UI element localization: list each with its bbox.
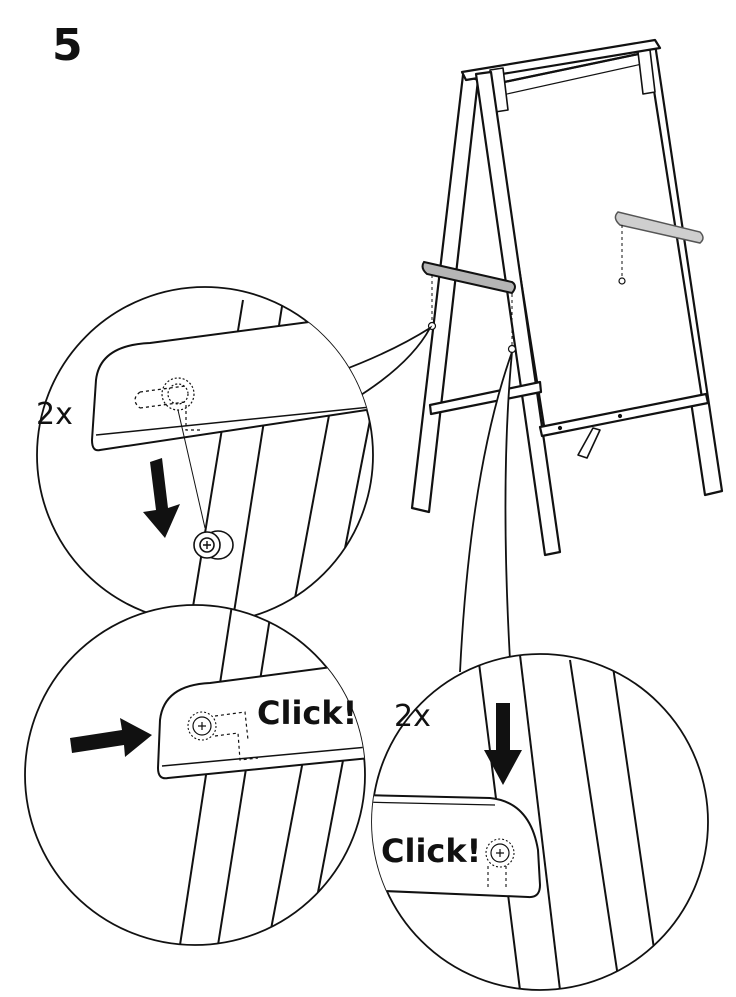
dashed-guides [431, 225, 623, 345]
quantity-label-right: 2x [394, 699, 431, 734]
click-label-left: Click! [257, 694, 357, 732]
detail-circle-3 [371, 653, 709, 991]
dowel-icon [193, 530, 234, 560]
detail-circle-2 [24, 604, 366, 946]
click-label-right: Click! [381, 832, 481, 870]
callout-pointer-right [459, 351, 513, 673]
arrow-right-icon [70, 718, 152, 757]
shelf-back-ghost [614, 211, 704, 244]
shelf-front [421, 260, 516, 295]
arrow-down-icon [143, 458, 180, 538]
detail-circle-1 [36, 286, 374, 624]
quantity-label-top: 2x [36, 397, 73, 432]
step-number: 5 [52, 20, 83, 71]
easel [410, 38, 724, 557]
callout-pointer-top [337, 325, 433, 401]
arrow-down-icon [484, 703, 522, 785]
